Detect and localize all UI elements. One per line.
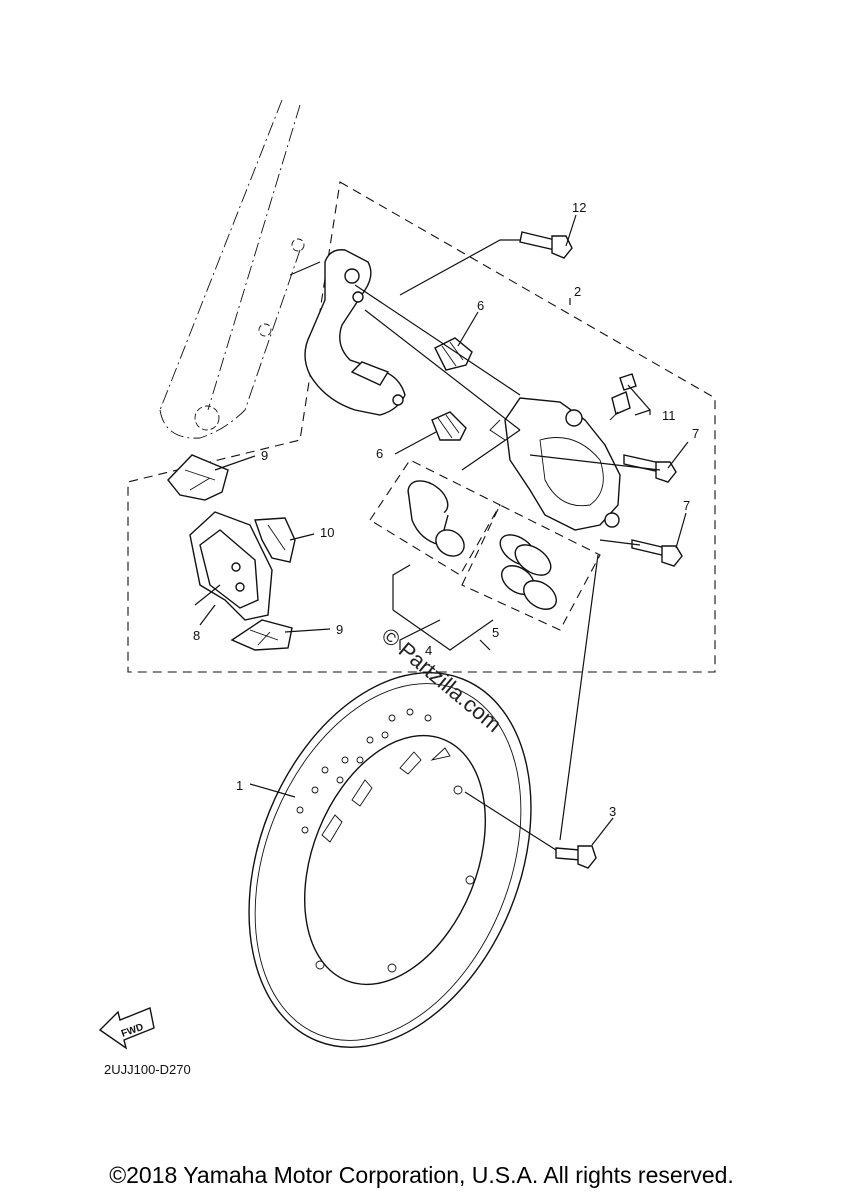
callout-2: 3: [609, 804, 616, 819]
fork-leg: [159, 99, 305, 439]
caliper-assembly-box: [127, 181, 716, 673]
brake-pads: [189, 511, 273, 621]
callout-9-upper: 9: [261, 448, 268, 463]
callout-10: 10: [320, 525, 334, 540]
seal-kit-group: [461, 504, 601, 631]
callout-5: 5: [492, 625, 499, 640]
callout-4: 4: [425, 643, 432, 658]
caliper-bracket: [304, 249, 406, 416]
callout-6-lower: 6: [376, 446, 383, 461]
callout-7-lower: 7: [683, 498, 690, 513]
pad-clip-lower: [230, 619, 293, 651]
disc-bolt: [555, 845, 597, 869]
pad-spring: [254, 517, 296, 563]
slide-pin-lower: [431, 411, 467, 441]
callout-7-upper: 7: [692, 426, 699, 441]
brake-disc: [248, 672, 532, 1048]
callout-11: 11: [662, 408, 676, 423]
callout-6-upper: 6: [477, 298, 484, 313]
callouts: 12 2 6 11 7 6 9 7 10 9 8 4 5 1 3: [193, 200, 699, 819]
slide-pin-upper: [434, 337, 473, 371]
callout-9-lower: 9: [336, 622, 343, 637]
caliper-bolt-lower: [631, 539, 683, 567]
caliper-bolt-upper: [623, 454, 677, 483]
diagram-code: 2UJJ100-D270: [104, 1062, 191, 1077]
callout-8: 8: [193, 628, 200, 643]
pad-clip-upper: [167, 454, 229, 501]
leader-lines: [194, 214, 689, 851]
bleed-screw: [609, 373, 637, 421]
bracket-bolt: [519, 231, 573, 259]
callout-12: 12: [572, 200, 586, 215]
piston-group: [369, 459, 501, 576]
copyright-notice: ©2018 Yamaha Motor Corporation, U.S.A. A…: [109, 1162, 734, 1188]
callout-1: 1: [236, 778, 243, 793]
fwd-arrow-icon: FWD: [98, 1007, 155, 1050]
callout-3: 2: [574, 284, 581, 299]
caliper-body: [489, 397, 621, 531]
